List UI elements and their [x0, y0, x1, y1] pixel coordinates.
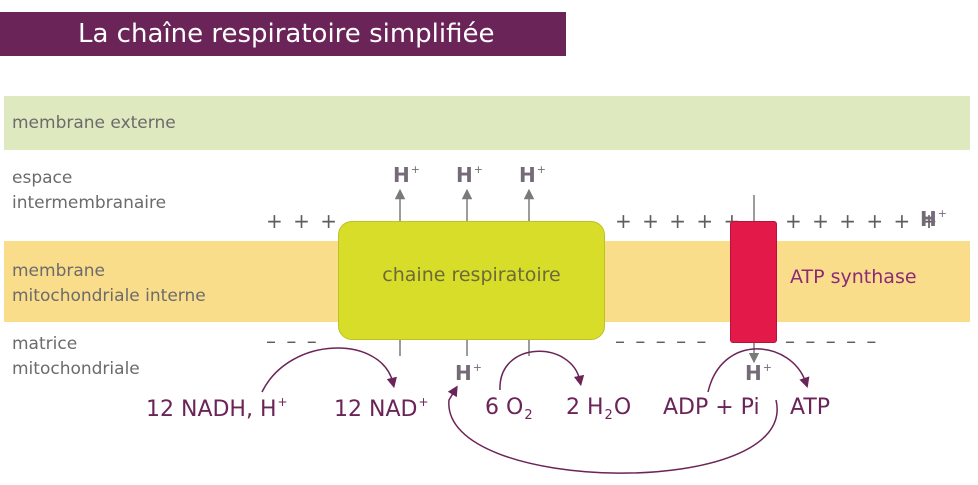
water-label: 2 H2O	[566, 395, 632, 423]
matrix-label: matrice mitochondriale	[12, 334, 140, 379]
proton-label: H+	[393, 163, 420, 187]
proton-label: H+	[455, 361, 482, 385]
nadh-oxidation-arrow	[261, 347, 397, 393]
inner-membrane-label: membrane mitochondriale interne	[12, 261, 206, 306]
positive-charges-left: + + +	[266, 209, 339, 233]
atp-synthase-complex	[730, 221, 777, 343]
negative-charges-middle: – – – – –	[615, 329, 709, 353]
atp-label: ATP	[790, 395, 831, 420]
positive-charges-middle: + + + + +	[615, 209, 743, 233]
intermembrane-space-label: espace intermembranaire	[12, 168, 167, 213]
respiratory-chain-label: chaine respiratoire	[382, 264, 561, 286]
atp-synthase-label: ATP synthase	[790, 266, 917, 288]
oxygen-label: 6 O2	[485, 395, 533, 423]
proton-label: H+	[920, 207, 947, 231]
proton-label: H+	[456, 163, 483, 187]
outer-membrane-band	[4, 96, 970, 150]
outer-membrane-label: membrane externe	[12, 113, 176, 133]
page-title: La chaîne respiratoire simplifiée	[78, 19, 495, 49]
adp-label: ADP + Pi	[663, 395, 760, 420]
title-bar: La chaîne respiratoire simplifiée	[0, 12, 566, 56]
proton-label: H+	[745, 361, 772, 385]
proton-return-loop-arrow	[447, 385, 778, 474]
respiratory-chain-complex	[338, 221, 605, 340]
nadh-label: 12 NADH, H+	[146, 395, 288, 422]
membrane-ticks	[399, 195, 755, 356]
proton-pump-arrows	[394, 188, 535, 221]
oxygen-reduction-arrow	[499, 350, 585, 391]
proton-label: H+	[519, 163, 546, 187]
negative-charges-left: – – –	[266, 329, 319, 353]
negative-charges-right: – – – – –	[785, 329, 879, 353]
nad-label: 12 NAD+	[334, 395, 429, 422]
atp-synthesis-arrow	[707, 348, 810, 393]
positive-charges-right: + + + + + +	[785, 209, 940, 233]
